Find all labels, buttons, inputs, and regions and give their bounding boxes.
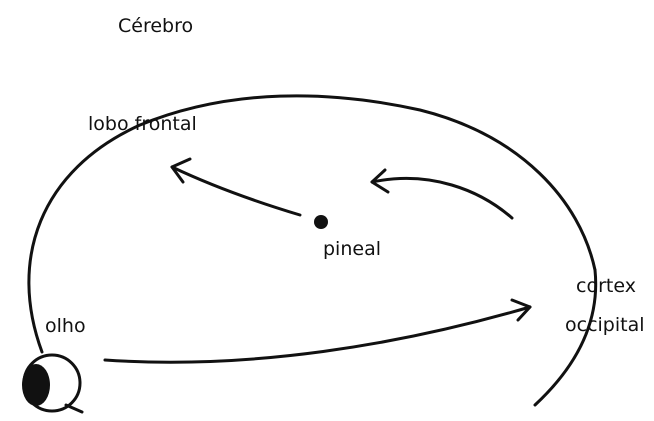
arrow-occipital-to-pineal: [370, 177, 514, 220]
label-cortex: cortex: [576, 275, 636, 297]
pineal-dot: [314, 215, 328, 229]
brain-outline-right: [533, 268, 598, 407]
arrowhead-frontal: [170, 157, 192, 184]
arrowhead-pineal: [370, 168, 390, 194]
label-olho: olho: [45, 315, 86, 337]
arrow-eye-to-occipital: [103, 305, 532, 364]
brain-outline-top: [27, 94, 597, 354]
diagram-title: Cérebro: [118, 15, 193, 37]
label-pineal: pineal: [323, 238, 381, 260]
eye-icon: [22, 353, 84, 414]
arrow-pineal-to-frontal: [170, 165, 302, 217]
label-occipital: occipital: [565, 314, 645, 336]
label-lobo-frontal: lobo frontal: [88, 113, 197, 135]
arrowhead-occipital: [510, 298, 532, 322]
